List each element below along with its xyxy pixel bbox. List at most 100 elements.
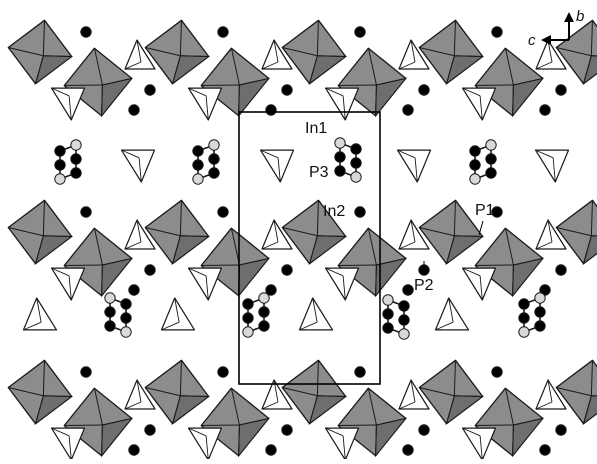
oxygen-atom — [556, 85, 566, 95]
indium-octahedron — [8, 360, 71, 423]
oxygen-atom — [129, 285, 139, 295]
bridging-phosphate-tetrahedron — [261, 150, 294, 182]
organic-molecule — [335, 138, 361, 182]
indium-octahedron — [145, 200, 208, 263]
organic-molecule — [383, 295, 409, 339]
oxygen-atom — [403, 105, 413, 115]
indium-octahedron — [8, 200, 71, 263]
molecule-atom — [71, 168, 81, 178]
oxygen-atom — [145, 425, 155, 435]
oxygen-atom — [355, 27, 365, 37]
phosphate-tetrahedron — [463, 88, 496, 120]
molecule-atom — [519, 327, 529, 337]
phosphate-tetrahedron — [326, 428, 359, 459]
phosphate-tetrahedron — [326, 268, 359, 300]
indium-octahedron — [556, 20, 597, 83]
oxygen-atom — [492, 27, 502, 37]
bridging-phosphate-tetrahedron — [24, 298, 57, 330]
phosphate-tetrahedron — [189, 268, 222, 300]
b-axis-arrowhead — [564, 12, 574, 22]
molecule-atom — [55, 174, 65, 184]
oxygen-atom — [218, 27, 228, 37]
molecule-atom — [259, 307, 269, 317]
oxygen-atom — [556, 425, 566, 435]
oxygen-atom — [218, 367, 228, 377]
p1-pointer — [479, 221, 483, 235]
molecule-atom — [243, 313, 253, 323]
indium-octahedron — [282, 20, 345, 83]
molecule-atom — [399, 301, 409, 311]
oxygen-atom — [81, 367, 91, 377]
oxygen-atom — [403, 285, 413, 295]
organic-molecule — [243, 293, 269, 337]
molecule-atom — [193, 174, 203, 184]
oxygen-atom — [266, 445, 276, 455]
molecule-atom — [535, 307, 545, 317]
phosphate-tetrahedron — [463, 268, 496, 300]
oxygen-atom — [540, 105, 550, 115]
organic-molecule — [193, 140, 219, 184]
molecule-atom — [383, 323, 393, 333]
oxygen-atom — [282, 85, 292, 95]
indium-octahedron — [145, 20, 208, 83]
indium-octahedron — [419, 360, 482, 423]
molecule-atom — [209, 154, 219, 164]
molecule-atom — [335, 152, 345, 162]
molecule-atom — [193, 146, 203, 156]
molecule-atom — [259, 293, 269, 303]
molecule-atom — [193, 160, 203, 170]
oxygen-atom — [282, 425, 292, 435]
oxygen-atom — [419, 425, 429, 435]
organic-molecule — [519, 293, 545, 337]
molecule-atom — [351, 158, 361, 168]
phosphate-tetrahedron — [52, 268, 85, 300]
indium-octahedron — [8, 20, 71, 83]
molecule-atom — [259, 321, 269, 331]
oxygen-atom — [355, 207, 365, 217]
label-p2: P2 — [414, 277, 434, 294]
molecule-atom — [383, 295, 393, 305]
molecule-atom — [335, 166, 345, 176]
oxygen-atom — [540, 445, 550, 455]
oxygen-atom — [145, 85, 155, 95]
molecule-atom — [209, 168, 219, 178]
oxygen-atom — [403, 445, 413, 455]
oxygen-atom — [129, 445, 139, 455]
molecule-atom — [519, 299, 529, 309]
indium-octahedron — [419, 20, 482, 83]
phosphate-tetrahedron — [189, 88, 222, 120]
bridging-phosphate-tetrahedron — [162, 298, 195, 330]
molecule-atom — [399, 315, 409, 325]
oxygen-atom — [81, 27, 91, 37]
organic-molecule — [105, 293, 131, 337]
oxygen-atom — [282, 265, 292, 275]
molecule-atom — [519, 313, 529, 323]
molecule-atom — [535, 321, 545, 331]
polyhedra-chains — [8, 20, 597, 459]
organic-molecule — [55, 140, 81, 184]
molecule-atom — [486, 168, 496, 178]
molecule-atom — [55, 146, 65, 156]
phosphate-tetrahedron — [463, 428, 496, 459]
label-p3: P3 — [309, 164, 329, 181]
molecule-atom — [486, 140, 496, 150]
indium-octahedron — [556, 360, 597, 423]
phosphate-tetrahedron — [52, 428, 85, 459]
molecule-atom — [209, 140, 219, 150]
molecule-atom — [535, 293, 545, 303]
molecule-atom — [470, 146, 480, 156]
indium-octahedron — [419, 200, 482, 263]
oxygen-atom — [492, 367, 502, 377]
label-in2: In2 — [323, 203, 345, 220]
indium-octahedron — [556, 200, 597, 263]
oxygen-atom — [129, 105, 139, 115]
oxygen-atom — [419, 85, 429, 95]
c-axis-label: c — [528, 32, 536, 49]
bridging-phosphate-tetrahedron — [122, 150, 155, 182]
molecule-atom — [470, 174, 480, 184]
oxygen-atom — [556, 265, 566, 275]
molecule-atom — [121, 327, 131, 337]
molecule-atom — [105, 307, 115, 317]
molecule-atom — [335, 138, 345, 148]
